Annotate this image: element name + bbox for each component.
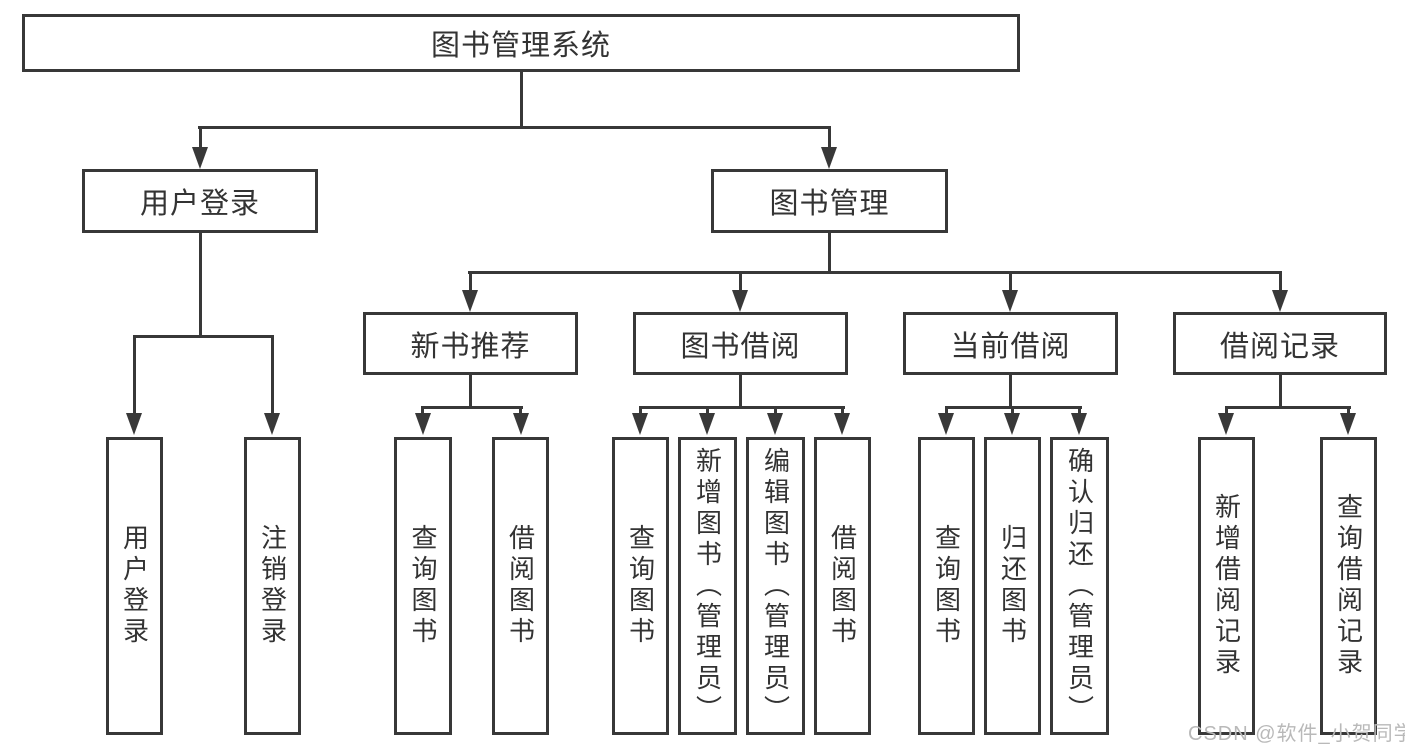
leaf-label: 借阅图书: [505, 524, 536, 648]
leaf-label: 查询图书: [931, 524, 962, 648]
leaf-label: 借阅图书: [827, 524, 858, 648]
connector-line: [199, 126, 202, 149]
leaf-confirm-return-admin: 确认归还（管理员）: [1050, 437, 1109, 735]
leaf-add-borrow-record: 新增借阅记录: [1198, 437, 1255, 735]
leaf-query-books-recommend: 查询图书: [394, 437, 452, 735]
leaf-label: 新增图书（管理员）: [692, 446, 723, 726]
leaf-query-books-borrowing: 查询图书: [612, 437, 669, 735]
arrowhead: [462, 290, 478, 312]
arrowhead: [767, 413, 783, 435]
node-label: 用户登录: [139, 188, 260, 220]
leaf-logout: 注销登录: [244, 437, 301, 735]
connector-line: [1009, 375, 1012, 406]
arrowhead: [1002, 290, 1018, 312]
arrowhead: [699, 413, 715, 435]
node-book-borrowing: 图书借阅: [633, 312, 848, 375]
connector-line: [774, 406, 777, 415]
connector-line: [1279, 271, 1282, 291]
node-new-book-recommendation: 新书推荐: [363, 312, 578, 375]
leaf-edit-books-admin: 编辑图书（管理员）: [746, 437, 805, 735]
arrowhead: [126, 413, 142, 435]
connector-line: [828, 126, 831, 149]
arrowhead: [1071, 413, 1087, 435]
arrowhead: [1218, 413, 1234, 435]
node-label: 借阅记录: [1219, 330, 1340, 363]
node-label: 图书管理系统: [430, 30, 611, 62]
connector-line: [828, 233, 831, 271]
connector-line: [468, 271, 1282, 274]
connector-line: [469, 375, 472, 406]
leaf-query-borrow-record: 查询借阅记录: [1320, 437, 1377, 735]
leaf-borrow-books: 借阅图书: [814, 437, 871, 735]
node-library-management-system: 图书管理系统: [22, 14, 1020, 72]
leaf-query-books-current: 查询图书: [918, 437, 975, 735]
connector-line: [739, 271, 742, 291]
node-label: 图书借阅: [680, 330, 801, 363]
connector-line: [706, 406, 709, 415]
connector-line: [1078, 406, 1081, 415]
arrowhead: [415, 413, 431, 435]
leaf-borrow-books-recommend: 借阅图书: [492, 437, 549, 735]
connector-line: [1011, 406, 1014, 415]
node-user-login: 用户登录: [82, 169, 318, 233]
connector-line: [271, 335, 274, 414]
leaf-label: 归还图书: [997, 524, 1028, 648]
leaf-user-login: 用户登录: [106, 437, 163, 735]
node-borrowing-records: 借阅记录: [1173, 312, 1387, 375]
arrowhead: [264, 413, 280, 435]
connector-line: [421, 406, 424, 415]
connector-line: [520, 72, 523, 126]
connector-line: [133, 335, 274, 338]
leaf-return-books: 归还图书: [984, 437, 1041, 735]
connector-line: [421, 406, 523, 409]
arrowhead: [192, 147, 208, 169]
leaf-label: 用户登录: [119, 524, 150, 648]
connector-line: [841, 406, 844, 415]
arrowhead: [938, 413, 954, 435]
csdn-watermark: CSDN @软件_小贺同学: [1188, 723, 1405, 745]
leaf-label: 注销登录: [257, 524, 288, 648]
arrowhead: [513, 413, 529, 435]
node-book-management: 图书管理: [711, 169, 948, 233]
connector-line: [1279, 375, 1282, 406]
node-label: 图书管理: [769, 188, 890, 220]
connector-line: [639, 406, 642, 415]
connector-line: [199, 233, 202, 335]
connector-line: [1347, 406, 1350, 415]
arrowhead: [834, 413, 850, 435]
leaf-add-books-admin: 新增图书（管理员）: [678, 437, 737, 735]
arrowhead: [1340, 413, 1356, 435]
connector-line: [639, 406, 845, 409]
arrowhead: [732, 290, 748, 312]
connector-line: [1225, 406, 1351, 409]
leaf-label: 查询图书: [625, 524, 656, 648]
connector-line: [739, 375, 742, 406]
arrowhead: [632, 413, 648, 435]
node-current-borrowing: 当前借阅: [903, 312, 1118, 375]
leaf-label: 新增借阅记录: [1211, 493, 1242, 679]
node-label: 当前借阅: [950, 330, 1071, 363]
arrowhead: [821, 147, 837, 169]
leaf-label: 查询借阅记录: [1333, 493, 1364, 679]
connector-line: [519, 406, 522, 415]
node-label: 新书推荐: [410, 330, 531, 363]
leaf-label: 编辑图书（管理员）: [760, 446, 791, 726]
leaf-label: 查询图书: [408, 524, 438, 648]
arrowhead: [1004, 413, 1020, 435]
connector-line: [1225, 406, 1228, 415]
leaf-label: 确认归还（管理员）: [1064, 446, 1095, 726]
connector-line: [198, 126, 831, 129]
connector-line: [1009, 271, 1012, 291]
arrowhead: [1272, 290, 1288, 312]
connector-line: [945, 406, 948, 415]
connector-line: [133, 335, 136, 414]
connector-line: [469, 271, 472, 291]
